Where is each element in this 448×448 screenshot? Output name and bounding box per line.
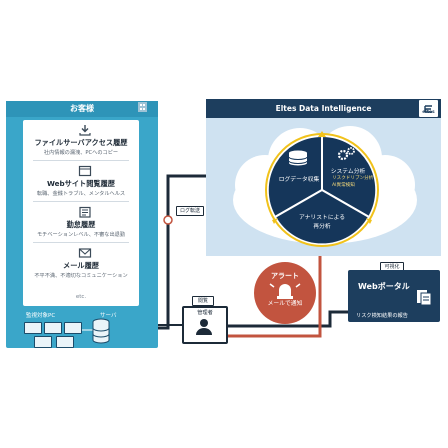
customer-history-card	[23, 120, 139, 306]
download-icon	[78, 124, 92, 136]
segment-analyst	[273, 188, 371, 246]
eltes-header	[206, 99, 441, 118]
system-sub-label: リスクドリブン分析	[332, 176, 374, 181]
alert-circle	[254, 262, 316, 324]
item-separator	[33, 242, 129, 243]
item-title-mail: メール履歴	[63, 261, 99, 270]
item-subtitle-attendance: モチベーションレベル、不審な出退勤	[36, 232, 126, 238]
web-portal-title: Webポータル	[358, 282, 410, 291]
analyst-label: 再分析	[313, 224, 331, 230]
monitor-pc-label: 監視対象PC	[26, 313, 56, 319]
mail-icon	[78, 247, 92, 259]
browse-line	[226, 310, 348, 328]
browser-icon	[78, 165, 92, 177]
building-icon	[136, 98, 150, 112]
alert-title: アラート	[271, 272, 299, 280]
item-subtitle-web-browsing: 転職、金銭トラブル、メンタルヘルス	[36, 191, 126, 197]
system-sub-label: AI異常検知	[332, 183, 355, 188]
customer-header	[6, 101, 158, 117]
alert-line	[226, 240, 322, 338]
log-transfer-tag: ログ転送	[176, 206, 204, 216]
server-icon	[92, 318, 110, 344]
pc-icon	[56, 336, 74, 348]
database-icon	[287, 150, 309, 166]
pc-icon	[24, 322, 42, 334]
eltes-title: Eltes Data Intelligence	[275, 104, 372, 113]
pc-icon	[64, 322, 82, 334]
item-title-attendance: 勤怠履歴	[66, 220, 96, 229]
admin-label: 管理者	[197, 310, 213, 316]
etc-label: etc.	[75, 294, 87, 300]
browse-tag: 閲覧	[192, 296, 214, 306]
log-collection-label: ログデータ収集	[278, 177, 320, 183]
item-title-file-server: ファイルサーバアクセス履歴	[34, 138, 128, 147]
gear-icon	[335, 146, 357, 162]
admin-person-icon	[194, 318, 214, 336]
report-icon	[414, 288, 434, 306]
eltes-logo	[419, 100, 438, 117]
analysis-cycle	[266, 134, 378, 246]
pc-icon	[34, 336, 52, 348]
clock-icon	[78, 206, 92, 218]
alert-subtitle: メールで通知	[267, 301, 303, 307]
item-separator	[33, 160, 129, 161]
item-separator	[33, 201, 129, 202]
pc-icon	[44, 322, 62, 334]
system-analysis-label: システム分析	[330, 169, 366, 175]
analyst-label: アナリストによる	[298, 215, 346, 221]
server-label: サーバ	[100, 313, 117, 319]
customer-title: お客様	[70, 104, 94, 113]
eltes-logo-text: eltes	[422, 110, 435, 115]
log-node	[163, 215, 173, 225]
item-subtitle-mail: 不平不満、不適切なコミュニケーション	[34, 273, 128, 279]
item-subtitle-file-server: 社内情報の漏洩、PCへのコピー	[43, 150, 119, 156]
item-title-web-browsing: Webサイト閲覧履歴	[46, 179, 115, 188]
web-portal-subtitle: リスク検知結果の報告	[356, 313, 408, 319]
